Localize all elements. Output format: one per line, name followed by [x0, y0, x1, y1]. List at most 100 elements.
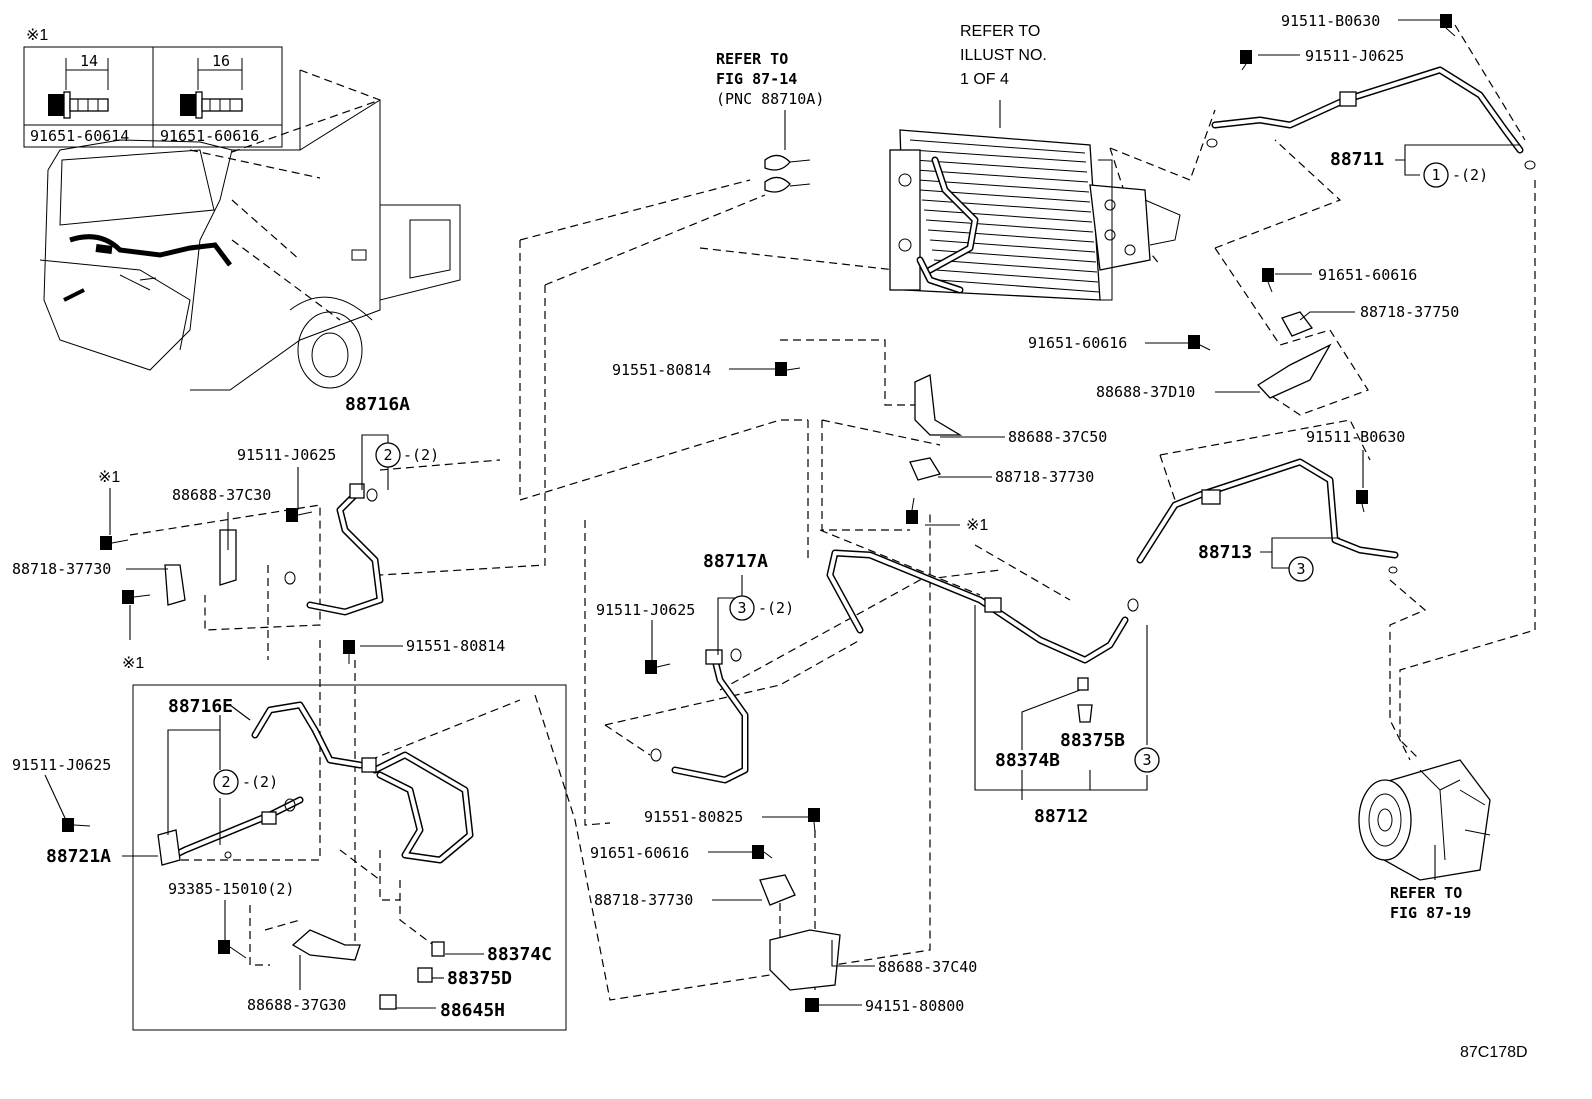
- fitting-icon: [361, 757, 377, 773]
- part-label: 88645H: [440, 1000, 505, 1021]
- part-label: 91511-J0625: [237, 446, 336, 464]
- bolt-icon: [775, 362, 801, 376]
- part-label: 91651-60616: [1028, 334, 1127, 352]
- part-label: 88688-37C40: [878, 958, 977, 976]
- bolt-14-part-number: 91651-60614: [30, 127, 129, 145]
- clamp-icon: [164, 564, 186, 606]
- circle-ref-1: 1: [1431, 166, 1440, 184]
- part-label: 88711: [1330, 149, 1384, 170]
- clamp-icon: [909, 457, 942, 481]
- part-label: 93385-15010(2): [168, 880, 294, 898]
- ref-compressor-line1: REFER TO: [1390, 884, 1462, 902]
- ref-top-center-line1: REFER TO: [716, 50, 788, 68]
- fitting-icon: [705, 649, 723, 665]
- clamp-icon: [1281, 311, 1314, 337]
- bolt-icon: [1240, 50, 1252, 71]
- circle-ref-2: 2: [221, 773, 230, 791]
- ref-top-center-line3: (PNC 88710A): [716, 90, 824, 108]
- bolt-16-icon: [180, 58, 243, 119]
- bolt-icon: [122, 590, 151, 604]
- bracket-icon: [219, 529, 237, 586]
- part-label: 88716A: [345, 394, 410, 415]
- part-label: 88688-37C50: [1008, 428, 1107, 446]
- ref-condenser-line2: ILLUST NO.: [960, 47, 1047, 64]
- o-ring-icon: [1524, 160, 1536, 170]
- o-ring-icon: [284, 798, 296, 812]
- note-marks: ※1 ※1 ※1: [98, 469, 988, 672]
- bracket-icon: [291, 929, 361, 961]
- part-label: 91551-80814: [406, 637, 505, 655]
- bracket-icon: [769, 929, 841, 991]
- clamp-icon: [759, 874, 796, 906]
- bolt-icon: [100, 536, 129, 550]
- refer-to-notes: REFER TO FIG 87-14 (PNC 88710A) REFER TO…: [716, 23, 1471, 922]
- part-label: 88717A: [703, 551, 768, 572]
- bolt-icon: [62, 818, 91, 832]
- bolt-16-part-number: 91651-60616: [160, 127, 259, 145]
- part-label: 94151-80800: [865, 997, 964, 1015]
- compressor-assembly: [1358, 759, 1491, 881]
- part-label: 88374B: [995, 750, 1060, 771]
- part-number-labels: 91511-B0630 91511-J0625 88711 91651-6061…: [12, 12, 1459, 1021]
- part-label: 91651-60616: [590, 844, 689, 862]
- valve-icon: [417, 967, 433, 983]
- bolt-14-dimension: 14: [80, 52, 98, 70]
- bolt-icon: [1262, 268, 1274, 293]
- bolt-icon: [1356, 490, 1368, 513]
- bolt-14-icon: [48, 58, 109, 119]
- o-ring-icon: [730, 648, 742, 662]
- ref-top-center-line2: FIG 87-14: [716, 70, 797, 88]
- o-ring-icon: [1206, 138, 1218, 148]
- o-ring-icon: [366, 488, 378, 502]
- part-label: 91551-80814: [612, 361, 711, 379]
- bolt-icon: [906, 497, 918, 524]
- part-label: 88375D: [447, 968, 512, 989]
- o-ring-icon: [650, 748, 662, 762]
- note-mark: ※1: [98, 469, 120, 486]
- fitting-icon: [349, 483, 365, 499]
- sub-assembly-frame: [132, 684, 567, 1031]
- truck-cab-illustration: [39, 70, 461, 391]
- circle-ref-3: 3: [737, 599, 746, 617]
- ref-condenser-line1: REFER TO: [960, 23, 1040, 40]
- part-label: 88716E: [168, 696, 233, 717]
- o-ring-icon: [1388, 566, 1398, 574]
- qty-note: -(2): [242, 773, 278, 791]
- circle-ref-3: 3: [1296, 560, 1305, 578]
- fitting-icon: [1201, 489, 1221, 505]
- small-hardware-parts: [62, 14, 1536, 1012]
- dashed-assembly-lines: [129, 24, 1536, 1001]
- part-label: 88688-37D10: [1096, 383, 1195, 401]
- part-label: 91651-60616: [1318, 266, 1417, 284]
- fitting-icon: [1339, 91, 1357, 107]
- bolt-16-dimension: 16: [212, 52, 230, 70]
- qty-note: -(2): [403, 446, 439, 464]
- leader-lines: [44, 19, 1520, 1009]
- part-label: 88718-37730: [995, 468, 1094, 486]
- part-label: 91511-J0625: [596, 601, 695, 619]
- part-label: 91551-80825: [644, 808, 743, 826]
- note-mark: ※1: [966, 517, 988, 534]
- pressure-switch-icon: [379, 994, 397, 1010]
- part-label: 91511-B0630: [1281, 12, 1380, 30]
- valve-icon: [1077, 677, 1089, 691]
- part-label: 88374C: [487, 944, 552, 965]
- part-label: 91511-J0625: [12, 756, 111, 774]
- figure-code: 87C178D: [1460, 1044, 1528, 1061]
- part-label: 88688-37G30: [247, 996, 346, 1014]
- part-label: 88688-37C30: [172, 486, 271, 504]
- o-ring-icon: [224, 851, 232, 859]
- bolt-icon: [1188, 335, 1211, 351]
- fitting-icon: [261, 811, 277, 825]
- ref-compressor-line2: FIG 87-19: [1390, 904, 1471, 922]
- circle-ref-3: 3: [1142, 751, 1151, 769]
- o-ring-icon: [284, 571, 296, 585]
- part-label: 88718-37730: [594, 891, 693, 909]
- part-label: 91511-J0625: [1305, 47, 1404, 65]
- bracket-icon: [914, 374, 963, 436]
- bolt-icon: [218, 940, 247, 959]
- ref-condenser-line3: 1 OF 4: [960, 71, 1009, 88]
- qty-note: -(2): [1452, 166, 1488, 184]
- valve-cap-icon: [1077, 704, 1093, 723]
- part-label: 88721A: [46, 846, 111, 867]
